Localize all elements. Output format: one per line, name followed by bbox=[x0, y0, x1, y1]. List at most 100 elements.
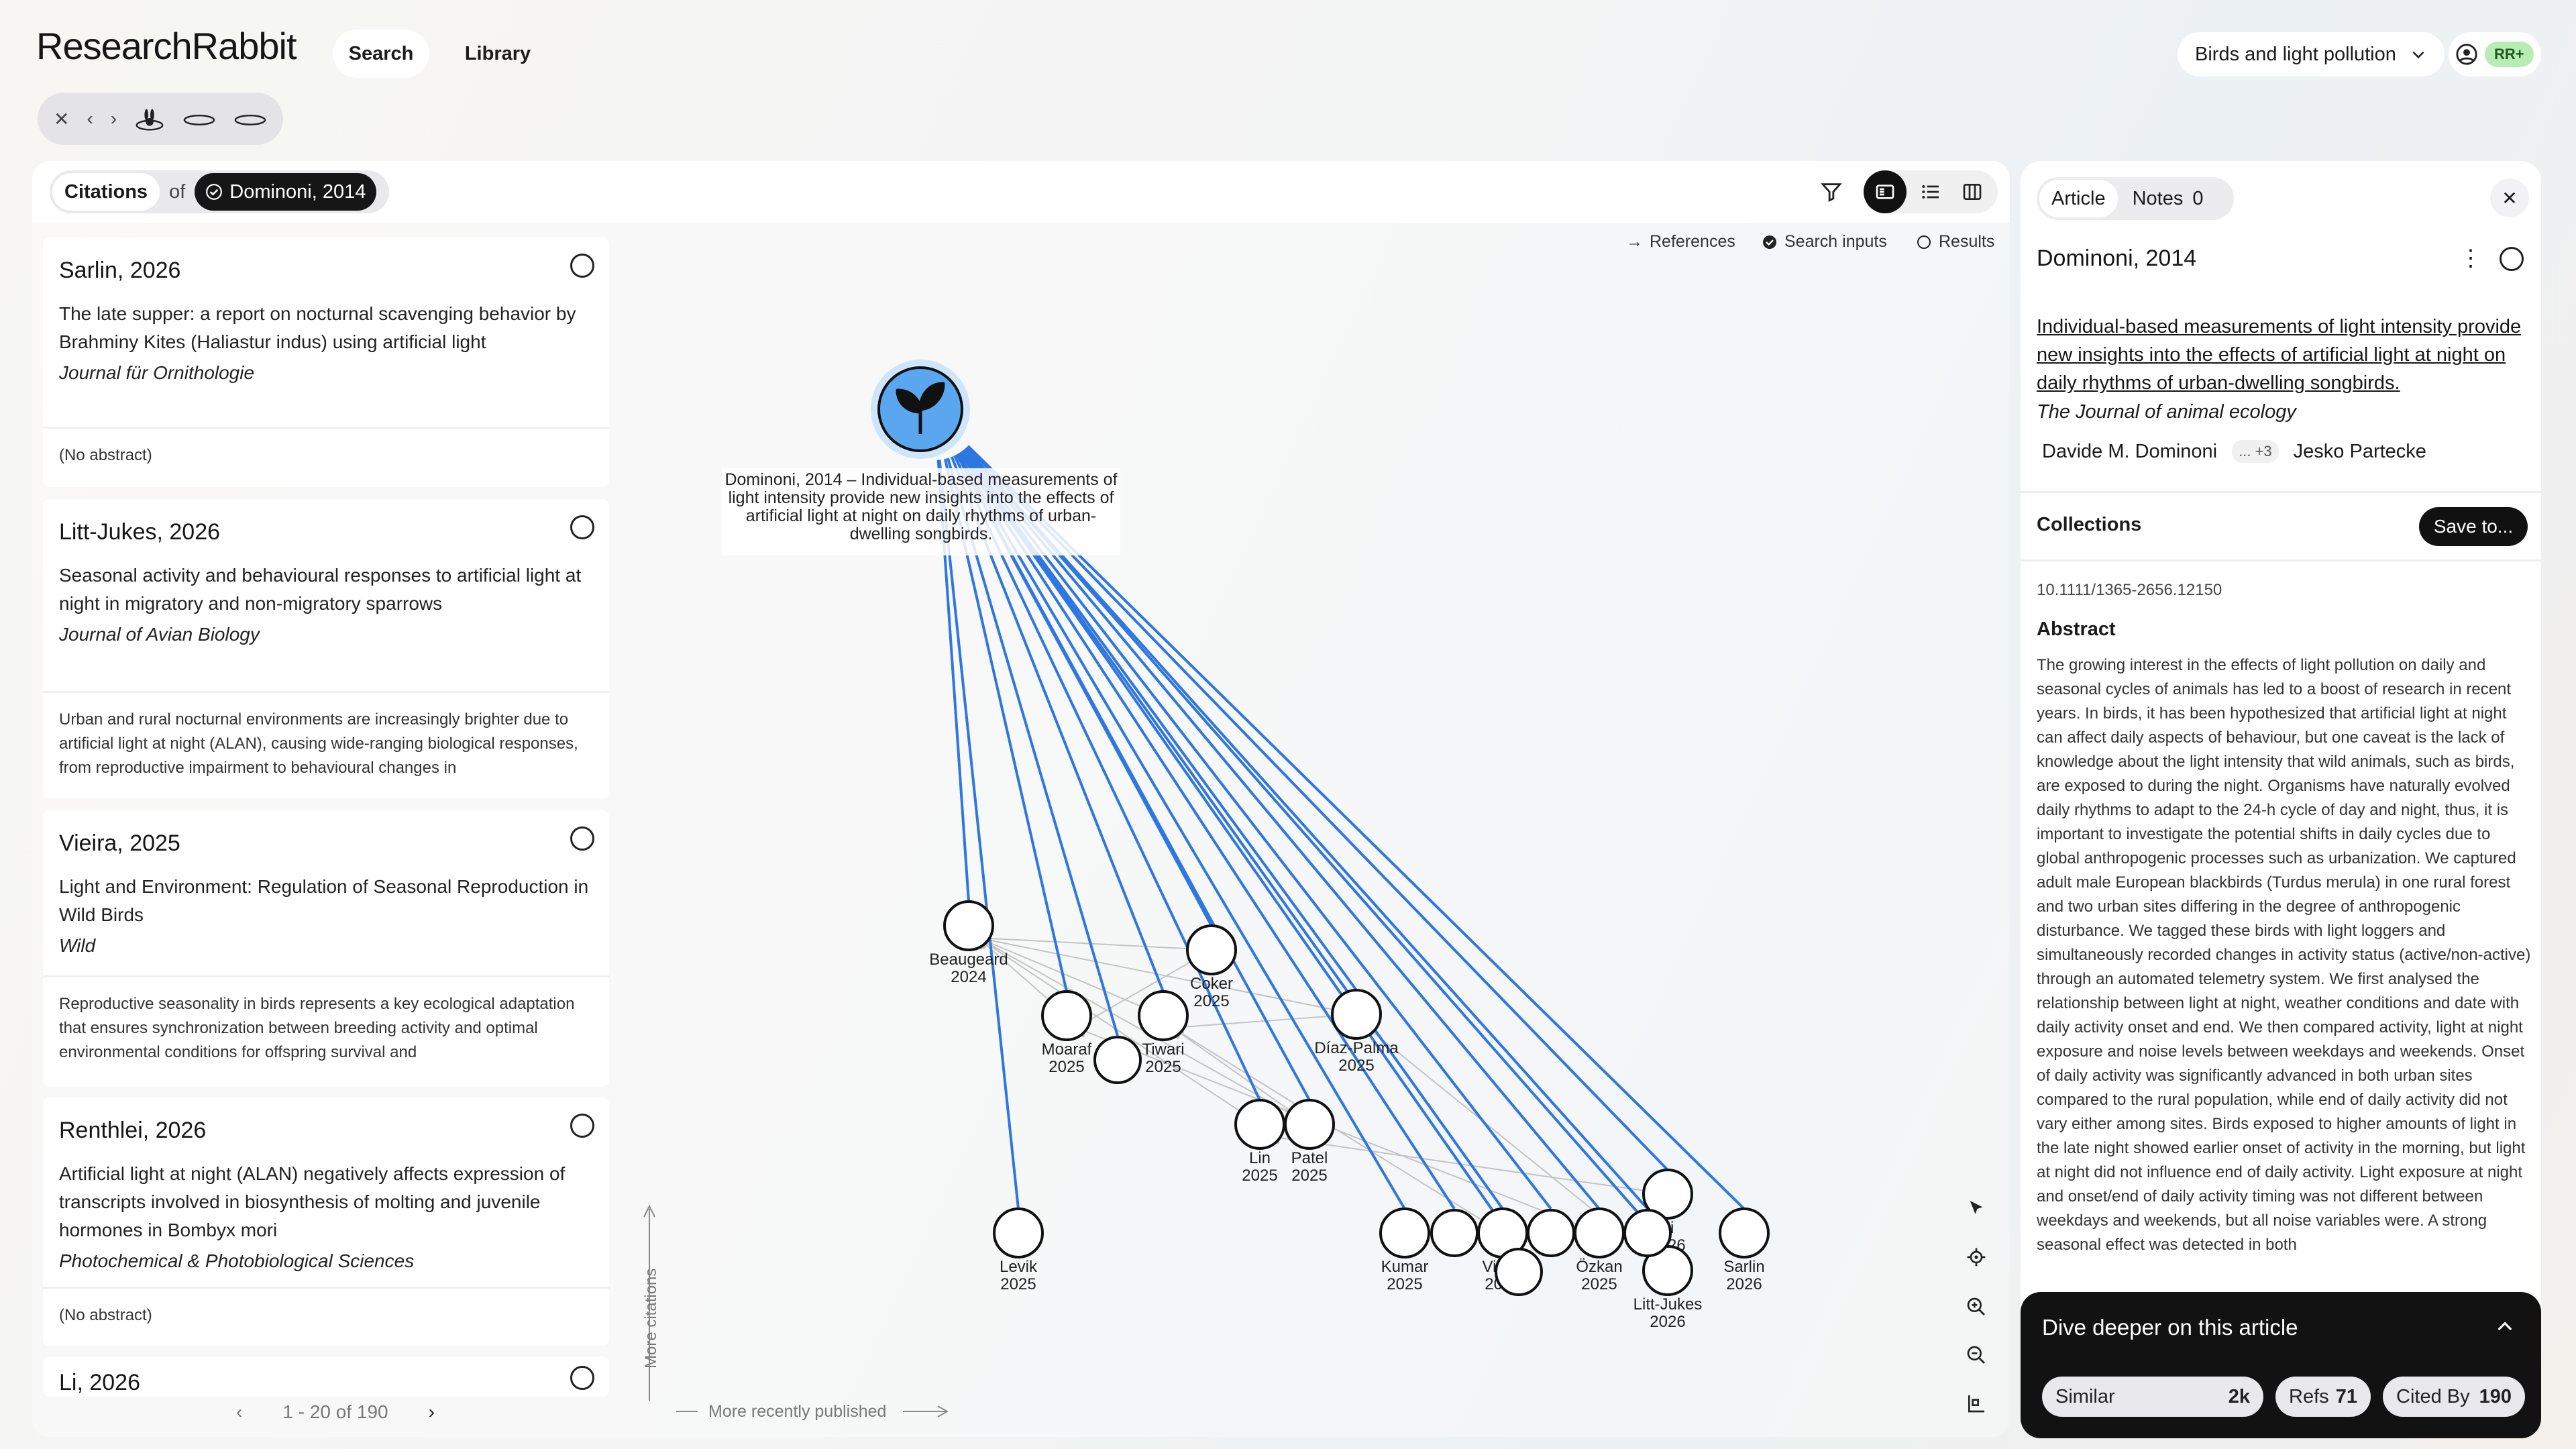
node-year: 2025 bbox=[1387, 1275, 1422, 1293]
node-year: 2026 bbox=[1650, 1313, 1685, 1331]
back-arrow-icon[interactable]: ‹ bbox=[87, 108, 93, 129]
next-page-icon[interactable]: › bbox=[428, 1401, 435, 1422]
refs-button[interactable]: Refs 71 bbox=[2275, 1377, 2371, 1417]
node-name: Moaraf bbox=[1042, 1040, 1092, 1059]
history-step-icon[interactable] bbox=[233, 111, 267, 127]
zoom-out-button[interactable] bbox=[1966, 1344, 1992, 1371]
pointer-tool[interactable] bbox=[1966, 1198, 1992, 1225]
select-circle[interactable] bbox=[570, 254, 594, 278]
seed-article-label: Dominoni, 2014 bbox=[229, 180, 366, 203]
close-icon[interactable]: ✕ bbox=[54, 108, 70, 129]
project-selector[interactable]: Birds and light pollution bbox=[2178, 32, 2445, 76]
legend-references: → References bbox=[1626, 232, 1735, 252]
card-title: Litt-Jukes, 2026 bbox=[59, 519, 221, 545]
graph-node[interactable] bbox=[1623, 1209, 1672, 1257]
seed-article-chip[interactable]: Dominoni, 2014 bbox=[195, 173, 377, 211]
select-circle[interactable] bbox=[570, 826, 594, 851]
node-year: 2025 bbox=[1581, 1275, 1617, 1293]
column-view-button[interactable] bbox=[1951, 170, 1994, 213]
notes-label: Notes bbox=[2132, 187, 2184, 209]
app-logo: ResearchRabbit bbox=[36, 25, 297, 67]
author-last[interactable]: Jesko Partecke bbox=[2293, 440, 2426, 462]
graph-node[interactable] bbox=[1495, 1248, 1543, 1296]
card-journal: Wild bbox=[59, 935, 96, 956]
rabbit-icon[interactable] bbox=[134, 105, 165, 132]
list-item[interactable]: Sarlin, 2026 The late supper: a report o… bbox=[43, 237, 609, 487]
list-view-button[interactable] bbox=[1909, 170, 1952, 213]
article-title-link[interactable]: Individual-based measurements of light i… bbox=[2037, 316, 2522, 394]
cited-by-button[interactable]: Cited By 190 bbox=[2383, 1377, 2525, 1417]
select-circle[interactable] bbox=[570, 515, 594, 539]
node-year: 2026 bbox=[1726, 1275, 1762, 1293]
more-authors-chip[interactable]: ... +3 bbox=[2232, 440, 2279, 463]
layout-icon bbox=[1968, 1395, 1984, 1413]
list-item[interactable]: Vieira, 2025 Light and Environment: Regu… bbox=[43, 810, 609, 1087]
close-panel-button[interactable]: ✕ bbox=[2490, 178, 2529, 217]
account-menu[interactable]: RR+ bbox=[2449, 32, 2541, 76]
history-bar: ✕ ‹ › bbox=[38, 93, 283, 145]
similar-button[interactable]: Similar 2k bbox=[2042, 1377, 2263, 1417]
node-name: Özkan bbox=[1576, 1258, 1622, 1276]
legend-search-inputs: Search inputs bbox=[1762, 232, 1887, 252]
list-item[interactable]: Renthlei, 2026 Artificial light at night… bbox=[43, 1097, 609, 1346]
graph-node[interactable] bbox=[1527, 1209, 1575, 1257]
author-first[interactable]: Davide M. Dominoni bbox=[2042, 440, 2218, 462]
nav-search-tab[interactable]: Search bbox=[333, 30, 429, 78]
list-item[interactable]: Litt-Jukes, 2026 Seasonal activity and b… bbox=[43, 499, 609, 798]
tab-notes[interactable]: Notes 0 bbox=[2118, 188, 2218, 210]
sprout-icon bbox=[896, 382, 945, 434]
list-item[interactable]: Li, 2026 bbox=[43, 1356, 609, 1397]
project-name: Birds and light pollution bbox=[2195, 43, 2396, 65]
layout-button[interactable] bbox=[1966, 1393, 1992, 1419]
legend-references-label: References bbox=[1650, 232, 1735, 251]
notes-count: 0 bbox=[2192, 187, 2204, 209]
node-name: Levik bbox=[1000, 1258, 1038, 1276]
forward-arrow-icon[interactable]: › bbox=[110, 108, 117, 129]
circle-icon bbox=[1917, 235, 1931, 249]
x-axis-label: More recently published bbox=[708, 1402, 886, 1421]
tab-article[interactable]: Article bbox=[2039, 180, 2118, 217]
select-circle[interactable] bbox=[570, 1366, 594, 1390]
card-description: Seasonal activity and behavioural respon… bbox=[59, 565, 582, 614]
zoom-in-icon bbox=[1967, 1297, 1985, 1316]
refs-label: Refs bbox=[2289, 1385, 2329, 1407]
zoom-in-button[interactable] bbox=[1966, 1296, 1992, 1323]
card-title: Renthlei, 2026 bbox=[59, 1118, 207, 1143]
split-view-button[interactable] bbox=[1864, 170, 1907, 213]
recenter-button[interactable] bbox=[1966, 1246, 1992, 1273]
filter-button[interactable] bbox=[1810, 170, 1853, 213]
graph-node[interactable] bbox=[1093, 1036, 1142, 1084]
citations-tab[interactable]: Citations bbox=[52, 173, 160, 211]
save-to-button[interactable]: Save to... bbox=[2419, 507, 2528, 546]
card-abstract: Reproductive seasonality in birds repres… bbox=[43, 975, 609, 1079]
y-axis-label: More citations bbox=[642, 1269, 660, 1368]
collapse-button[interactable] bbox=[2494, 1316, 2521, 1343]
prev-page-icon[interactable]: ‹ bbox=[236, 1401, 243, 1422]
history-step-icon[interactable] bbox=[182, 111, 216, 127]
select-circle[interactable] bbox=[2500, 247, 2524, 271]
node-year: 2025 bbox=[1242, 1167, 1277, 1185]
seed-node[interactable] bbox=[871, 360, 970, 459]
graph-node[interactable] bbox=[1430, 1209, 1479, 1257]
card-title: Li, 2026 bbox=[59, 1370, 140, 1395]
node-name: Díaz-Palma bbox=[1314, 1039, 1399, 1057]
select-circle[interactable] bbox=[570, 1114, 594, 1138]
article-doi[interactable]: 10.1111/1365-2656.12150 bbox=[2037, 581, 2222, 599]
more-options-icon[interactable]: ⋮ bbox=[2459, 246, 2482, 271]
divider bbox=[2021, 559, 2541, 561]
nav-library-tab[interactable]: Library bbox=[464, 42, 531, 64]
article-authors: Davide M. Dominoni ... +3 Jesko Partecke bbox=[2042, 440, 2426, 463]
